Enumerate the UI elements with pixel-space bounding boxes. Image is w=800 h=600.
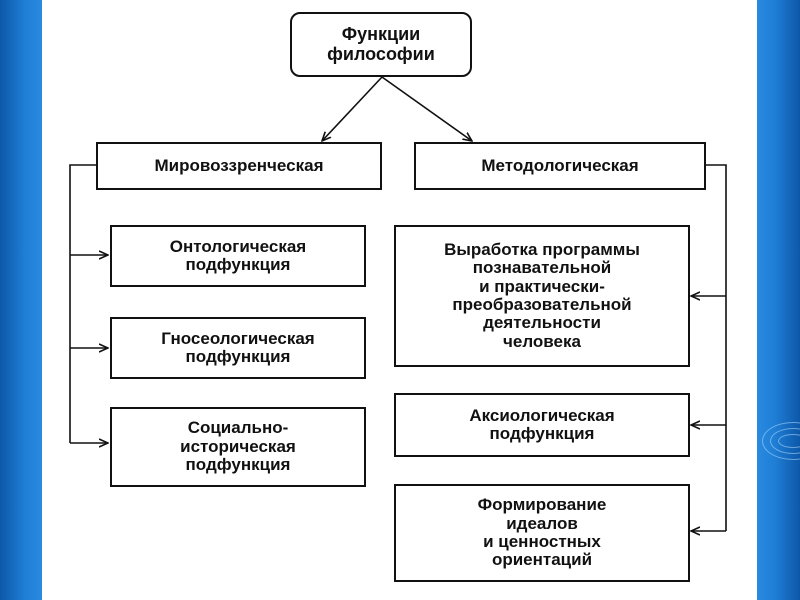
node-activity-program: Выработка программы познавательной и пра… bbox=[394, 225, 690, 367]
node-social-historical-subfunction: Социально- историческая подфункция bbox=[110, 407, 366, 487]
water-ripple-decoration bbox=[758, 410, 800, 470]
root-node-philosophy-functions: Функции философии bbox=[290, 12, 472, 77]
right-blue-frame bbox=[757, 0, 800, 600]
branch-methodology: Методологическая bbox=[414, 142, 706, 190]
node-axiological-subfunction: Аксиологическая подфункция bbox=[394, 393, 690, 457]
arrow-root-to-methodology bbox=[381, 76, 472, 141]
left-blue-frame bbox=[0, 0, 42, 600]
branch-worldview: Мировоззренческая bbox=[96, 142, 382, 190]
node-ideals-and-values: Формирование идеалов и ценностных ориент… bbox=[394, 484, 690, 582]
right-bracket-line bbox=[706, 164, 727, 531]
arrow-root-to-worldview bbox=[322, 76, 383, 141]
node-ontological-subfunction: Онтологическая подфункция bbox=[110, 225, 366, 287]
left-bracket-line bbox=[69, 164, 96, 443]
node-gnoseological-subfunction: Гносеологическая подфункция bbox=[110, 317, 366, 379]
diagram-sheet: Функции философии Мировоззренческая Мето… bbox=[42, 0, 757, 600]
connector-lines bbox=[69, 76, 727, 600]
